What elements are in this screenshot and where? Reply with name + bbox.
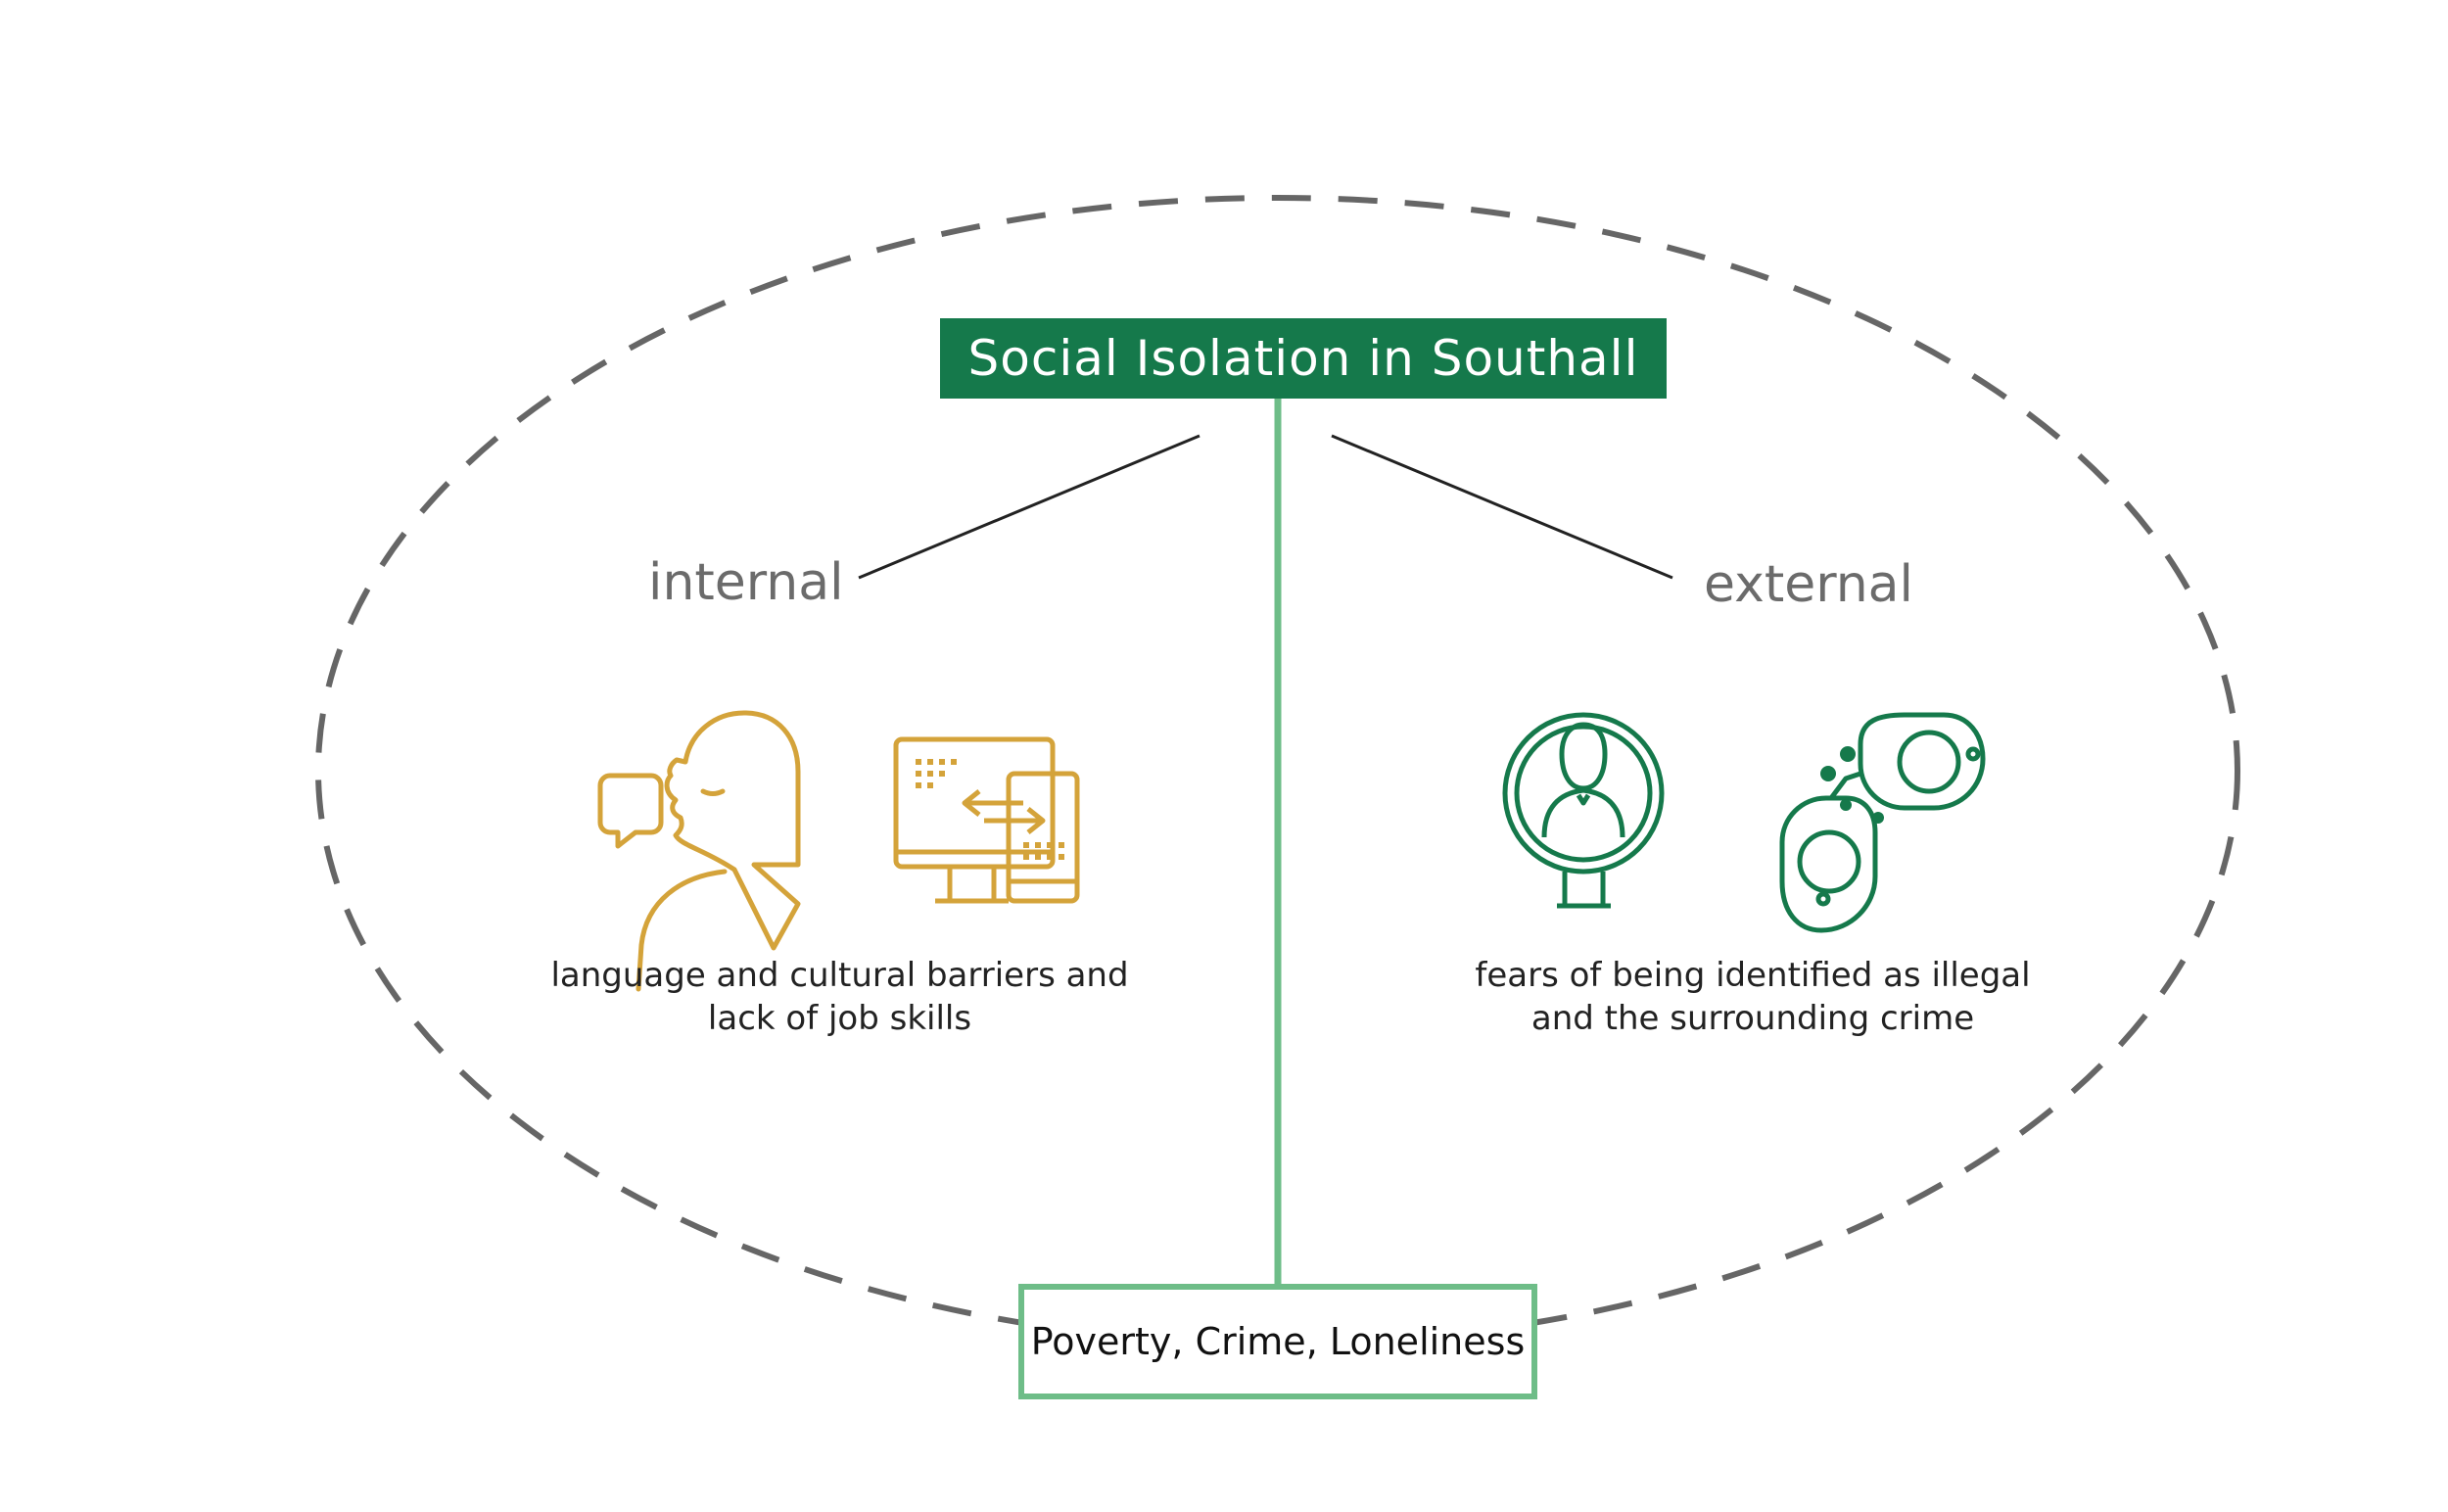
diagram-title: Social Isolation in Southall [940,318,1667,399]
connector-line-external [1331,434,1673,580]
speaking-person-icon [597,710,801,992]
external-description-line-2: and the surrounding crime [1530,999,1975,1038]
internal-description-line-2: lack of job skills [707,999,972,1038]
connector-line-internal [858,434,1200,580]
branch-label-external: external [1704,555,1913,614]
outcome-text: Poverty, Crime, Loneliness [1030,1320,1526,1363]
external-description: fears of being identified as illegal and… [1449,954,2056,1040]
internal-description: language and cultural barriers and lack … [529,954,1151,1040]
identified-person-icon [1502,712,1665,909]
external-description-line-1: fears of being identified as illegal [1475,956,2031,995]
computer-tablet-transfer-icon [893,736,1080,904]
internal-description-line-1: language and cultural barriers and [550,956,1129,995]
branch-label-internal: internal [648,553,844,612]
outcome-box: Poverty, Crime, Loneliness [1018,1284,1537,1399]
handcuffs-icon [1779,712,1986,933]
